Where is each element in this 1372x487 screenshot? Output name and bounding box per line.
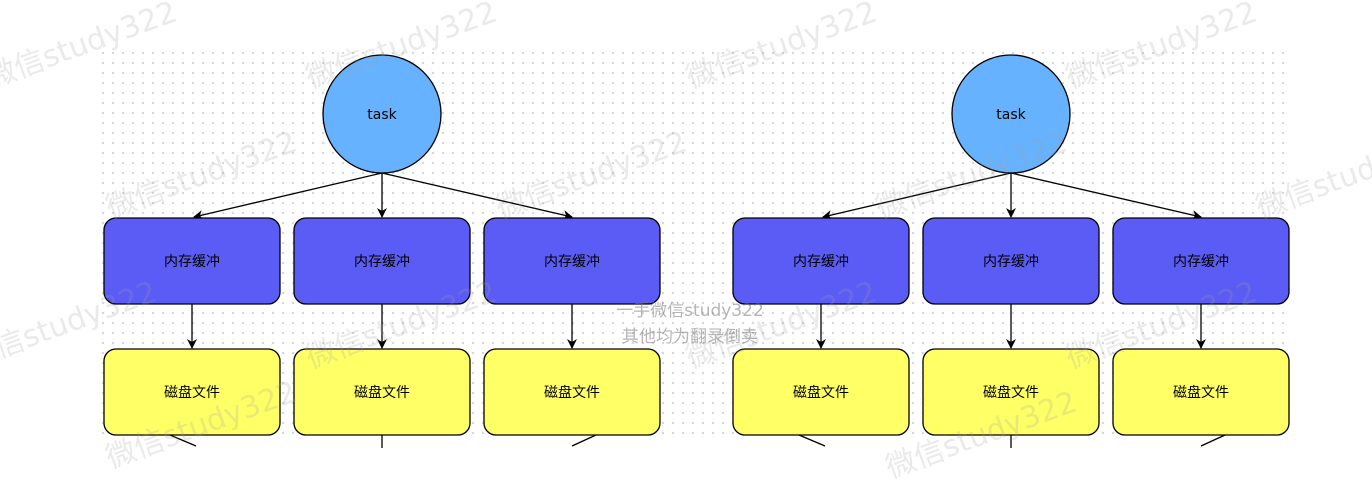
watermark-center-note: 一手微信study322 其他均为翻录倒卖 bbox=[580, 298, 800, 350]
task-label: task bbox=[367, 107, 397, 123]
diagram: task 内存缓冲 内存缓冲 内存缓冲 磁盘文件 磁盘文件 磁盘文件 task … bbox=[103, 54, 1290, 448]
disk-file-node bbox=[732, 348, 910, 436]
memory-buffer-label: 内存缓冲 bbox=[1173, 254, 1229, 270]
memory-buffer-label: 内存缓冲 bbox=[983, 254, 1039, 270]
edge-task-buffer-3 bbox=[1010, 172, 1202, 220]
disk-file-label: 磁盘文件 bbox=[983, 384, 1039, 401]
edge-task-buffer-1 bbox=[193, 172, 383, 220]
disk-file-node bbox=[103, 348, 281, 436]
panel-right: task 内存缓冲 内存缓冲 内存缓冲 磁盘文件 磁盘文件 磁盘文件 bbox=[732, 54, 1290, 448]
panel-left: task 内存缓冲 内存缓冲 内存缓冲 磁盘文件 磁盘文件 磁盘文件 bbox=[103, 54, 661, 448]
disk-file-label: 磁盘文件 bbox=[164, 384, 220, 401]
continuation-edge bbox=[1200, 434, 1226, 447]
watermark-center-line: 其他均为翻录倒卖 bbox=[622, 327, 758, 347]
continuation-edge bbox=[571, 434, 597, 447]
edge-task-buffer-1 bbox=[822, 172, 1012, 220]
disk-file-node bbox=[483, 348, 661, 436]
task-label: task bbox=[996, 107, 1026, 123]
disk-file-node bbox=[1112, 348, 1290, 436]
disk-file-label: 磁盘文件 bbox=[1173, 384, 1229, 401]
edge-task-buffer-3 bbox=[381, 172, 573, 220]
continuation-edge bbox=[169, 434, 197, 447]
disk-file-label: 磁盘文件 bbox=[544, 384, 600, 401]
continuation-edge bbox=[798, 434, 826, 447]
memory-buffer-label: 内存缓冲 bbox=[793, 254, 849, 270]
disk-file-label: 磁盘文件 bbox=[354, 384, 410, 401]
disk-file-label: 磁盘文件 bbox=[793, 384, 849, 401]
memory-buffer-label: 内存缓冲 bbox=[544, 254, 600, 270]
memory-buffer-label: 内存缓冲 bbox=[164, 254, 220, 270]
watermark-center-line: 一手微信study322 bbox=[616, 301, 764, 321]
memory-buffer-label: 内存缓冲 bbox=[354, 254, 410, 270]
